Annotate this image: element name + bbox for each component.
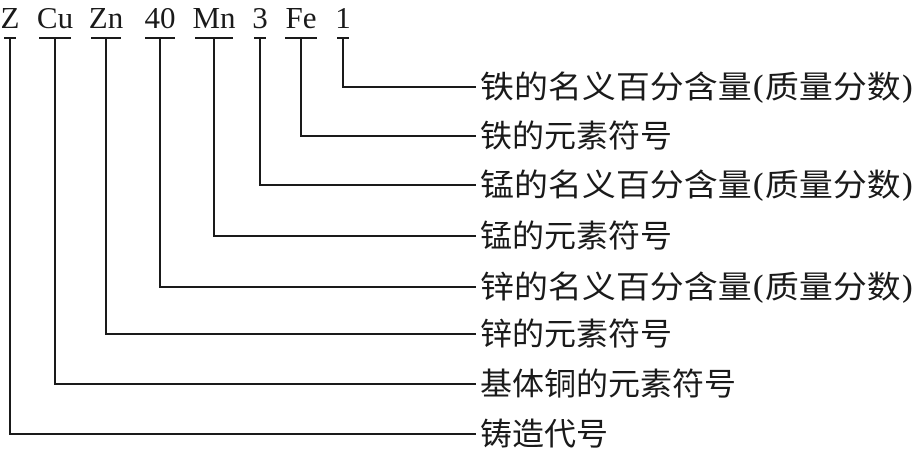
leader-line-fe	[300, 38, 476, 137]
code-token-zn: Zn	[89, 0, 124, 35]
meaning-label-40: 锌的名义百分含量(质量分数)	[480, 270, 914, 306]
leader-lines	[9, 38, 476, 435]
meaning-label-z: 铸造代号	[480, 417, 608, 451]
leader-line-mn	[213, 38, 476, 237]
leader-line-3	[259, 38, 476, 186]
meaning-label-fe: 铁的元素符号	[480, 119, 672, 155]
leader-line-cu	[54, 38, 476, 385]
code-token-40: 40	[145, 0, 176, 35]
code-token-mn: Mn	[192, 0, 236, 35]
code-tokens: Z Cu Zn 40 Mn 3 Fe 1	[1, 0, 351, 35]
leader-line-1	[342, 38, 476, 88]
meaning-label-cu: 基体铜的元素符号	[480, 367, 736, 403]
leader-line-z	[9, 38, 476, 435]
meaning-labels: 铁的名义百分含量(质量分数) 铁的元素符号 锰的名义百分含量(质量分数) 锰的元…	[480, 70, 914, 451]
meaning-label-mn: 锰的元素符号	[480, 219, 672, 255]
meaning-label-3: 锰的名义百分含量(质量分数)	[480, 168, 914, 204]
code-token-cu: Cu	[37, 0, 73, 35]
code-token-z: Z	[1, 0, 20, 35]
meaning-label-zn: 锌的元素符号	[480, 317, 672, 353]
code-token-1: 1	[335, 0, 351, 35]
code-token-3: 3	[252, 0, 268, 35]
leader-line-zn	[105, 38, 476, 335]
leader-line-40	[159, 38, 476, 288]
code-token-fe: Fe	[286, 0, 317, 35]
meaning-label-1: 铁的名义百分含量(质量分数)	[480, 70, 914, 106]
